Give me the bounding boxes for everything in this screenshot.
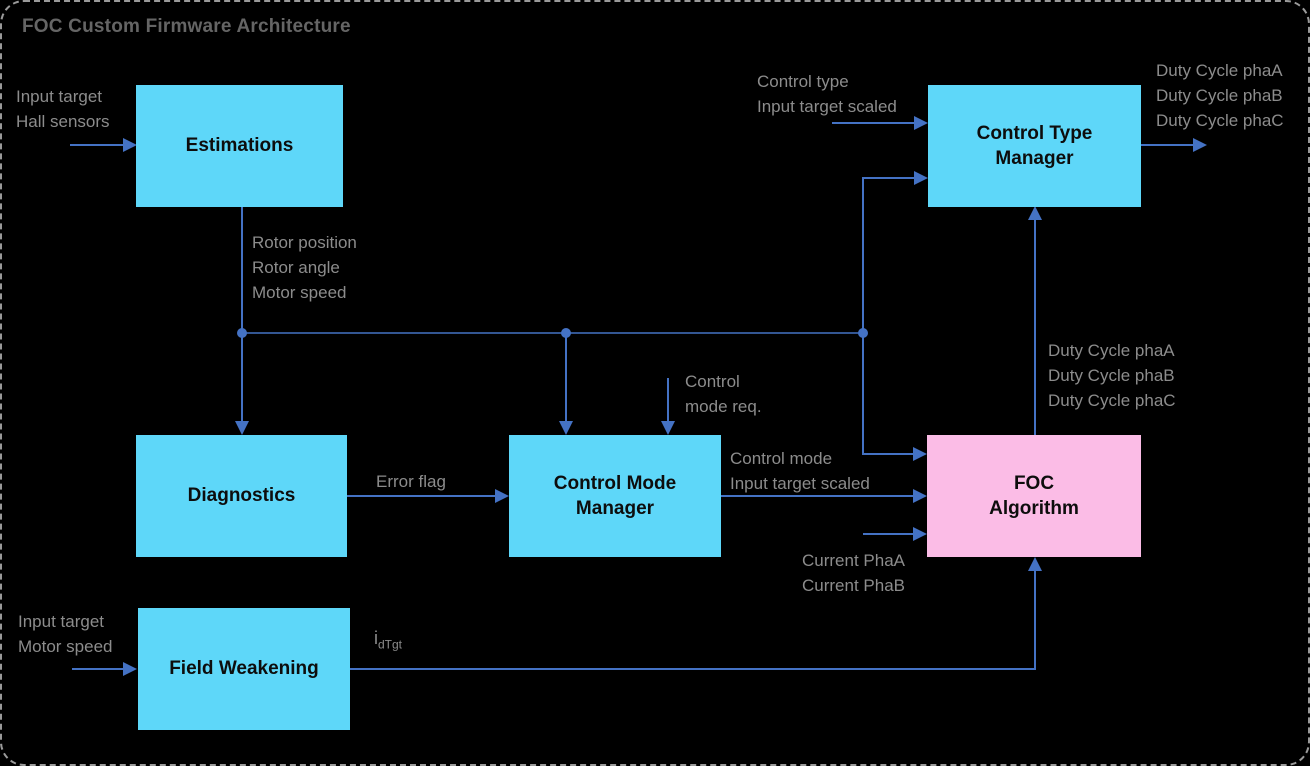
arrow-control-mode-manager-to-foc: [721, 489, 927, 503]
junction-dot: [237, 328, 247, 338]
label-control-mode-outputs: Control mode Input target scaled: [730, 449, 870, 493]
arrow-input-to-estimations: [70, 138, 137, 152]
block-estimations: Estimations: [136, 85, 343, 207]
block-label: Field Weakening: [169, 658, 319, 680]
arrow-bus-to-control-type-manager: [862, 171, 928, 333]
block-control-mode-manager: Control Mode Manager: [509, 435, 721, 557]
block-label: Estimations: [185, 135, 294, 157]
block-field-weakening: Field Weakening: [138, 608, 350, 730]
label-control-type-outputs: Duty Cycle phaA Duty Cycle phaB Duty Cyc…: [1156, 61, 1284, 130]
block-label: Manager: [575, 498, 655, 519]
block-label: Control Mode: [553, 472, 677, 494]
arrow-field-weakening-to-foc: [350, 557, 1042, 670]
arrow-input-to-field-weakening: [72, 662, 137, 676]
label-foc-duty-outputs: Duty Cycle phaA Duty Cycle phaB Duty Cyc…: [1048, 341, 1176, 410]
arrow-diagnostics-to-control-mode-manager: [347, 489, 509, 503]
block-foc-algorithm: FOC Algorithm: [927, 435, 1141, 557]
label-error-flag: Error flag: [376, 472, 446, 491]
label-current-inputs: Current PhaA Current PhaB: [802, 551, 905, 595]
block-label: Manager: [995, 148, 1074, 169]
block-label: Algorithm: [989, 498, 1079, 519]
label-idtgt: idTgt: [374, 628, 403, 652]
arrow-control-mode-request: [661, 378, 675, 435]
label-control-mode-request: Control mode req.: [685, 372, 762, 416]
label-control-type-inputs: Control type Input target scaled: [757, 72, 897, 116]
label-estimations-inputs: Input target Hall sensors: [16, 87, 110, 131]
arrow-bus-to-foc-algorithm: [862, 333, 927, 461]
block-label: Diagnostics: [187, 485, 296, 507]
diagram-title: FOC Custom Firmware Architecture: [22, 16, 351, 37]
label-field-weakening-inputs: Input target Motor speed: [18, 612, 113, 656]
arrow-foc-to-control-type-manager: [1028, 206, 1042, 435]
label-estimations-outputs: Rotor position Rotor angle Motor speed: [252, 233, 357, 302]
block-control-type-manager: Control Type Manager: [928, 85, 1141, 207]
arrow-control-type-input: [832, 116, 928, 130]
arrow-control-type-manager-output: [1141, 138, 1207, 152]
block-diagnostics: Diagnostics: [136, 435, 347, 557]
estimations-output-bus: [237, 328, 868, 338]
arrow-current-input-to-foc: [863, 527, 927, 541]
arrow-bus-to-control-mode-manager: [559, 333, 573, 435]
block-label: Control Type: [976, 122, 1093, 144]
block-label: FOC: [1013, 472, 1055, 494]
arrow-estimations-to-diagnostics: [235, 207, 249, 435]
